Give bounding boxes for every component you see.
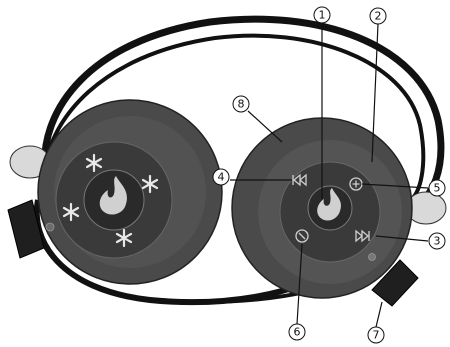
right-arm xyxy=(371,259,419,307)
svg-text:1: 1 xyxy=(319,9,326,22)
volume-minus-icon[interactable] xyxy=(295,229,309,243)
svg-text:4: 4 xyxy=(218,171,225,184)
left-earcup xyxy=(37,99,223,285)
svg-text:6: 6 xyxy=(294,326,301,339)
snowflake-icon xyxy=(141,174,159,194)
svg-text:7: 7 xyxy=(373,329,380,342)
svg-text:5: 5 xyxy=(434,182,441,195)
snowflake-icon xyxy=(62,202,80,222)
callout-1: 1 xyxy=(313,6,331,24)
led-indicator-icon xyxy=(45,222,55,232)
flame-logo-icon xyxy=(317,188,342,221)
previous-track-icon[interactable] xyxy=(292,173,307,187)
svg-text:2: 2 xyxy=(375,10,382,23)
callout-6: 6 xyxy=(288,323,306,341)
callout-2: 2 xyxy=(369,7,387,25)
snowflake-icon xyxy=(85,153,103,173)
callout-3: 3 xyxy=(428,232,446,250)
callout-5: 5 xyxy=(428,179,446,197)
leader-lines xyxy=(230,22,429,328)
callout-8: 8 xyxy=(232,95,250,113)
mic-dot-icon xyxy=(368,253,376,261)
callout-4: 4 xyxy=(212,168,230,186)
left-arm xyxy=(7,199,45,259)
callout-7: 7 xyxy=(367,326,385,344)
svg-text:8: 8 xyxy=(238,98,245,111)
right-earcup xyxy=(231,117,413,299)
next-track-icon[interactable] xyxy=(355,229,370,243)
flame-logo-icon xyxy=(99,176,127,215)
snowflake-icon xyxy=(115,228,133,248)
svg-text:3: 3 xyxy=(434,235,441,248)
